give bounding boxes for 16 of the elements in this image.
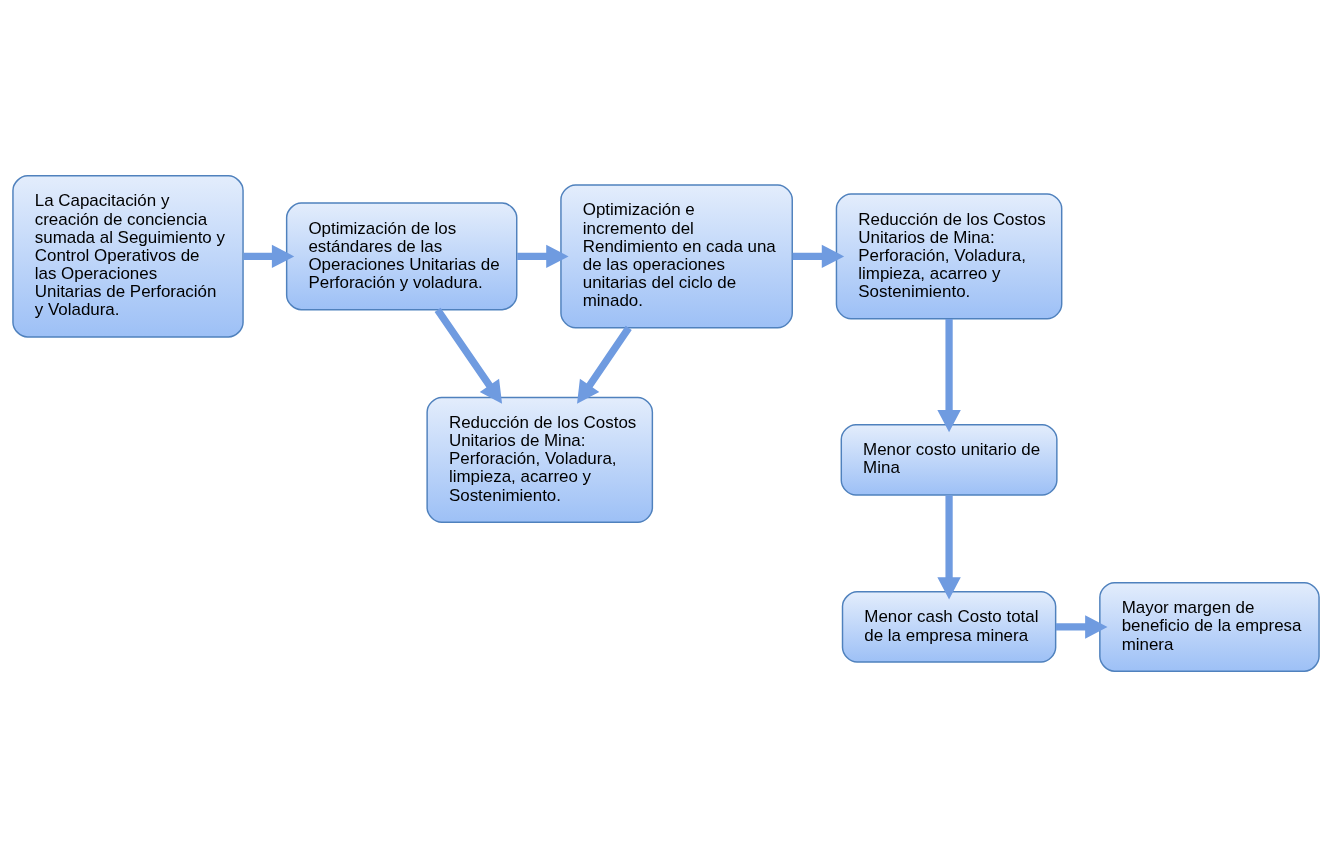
node-box: Reducción de los Costos Unitarios de Mina: Perforación, Voladura, limpieza, acarreo y Sostenimiento.	[835, 192, 1063, 319]
arrow	[937, 318, 961, 432]
node-box: La Capacitación y creación de conciencia sumada al Seguimiento y Control Operativos de las Operaciones Unitarias de Perforación y Voladura.	[12, 174, 244, 338]
arrow	[792, 244, 845, 268]
arrow	[243, 244, 295, 268]
node-box: Optimización de los estándares de las Operaciones Unitarias de Perforación y voladura.	[285, 201, 518, 310]
node-box: Menor cash Costo total de la empresa minera	[841, 590, 1057, 663]
arrow	[1055, 614, 1108, 639]
node-box: Menor costo unitario de Mina	[840, 423, 1058, 496]
arrow	[517, 244, 569, 268]
node-box: Mayor margen de beneficio de la empresa minera	[1099, 581, 1320, 672]
arrow	[434, 307, 503, 404]
arrow	[577, 325, 632, 404]
node-box: Reducción de los Costos Unitarios de Mina: Perforación, Voladura, limpieza, acarreo y Sostenimiento.	[426, 396, 654, 523]
node-box: Optimización e incremento del Rendimiento en cada una de las operaciones unitarias del ciclo de minado.	[560, 183, 793, 329]
arrow	[937, 494, 961, 599]
